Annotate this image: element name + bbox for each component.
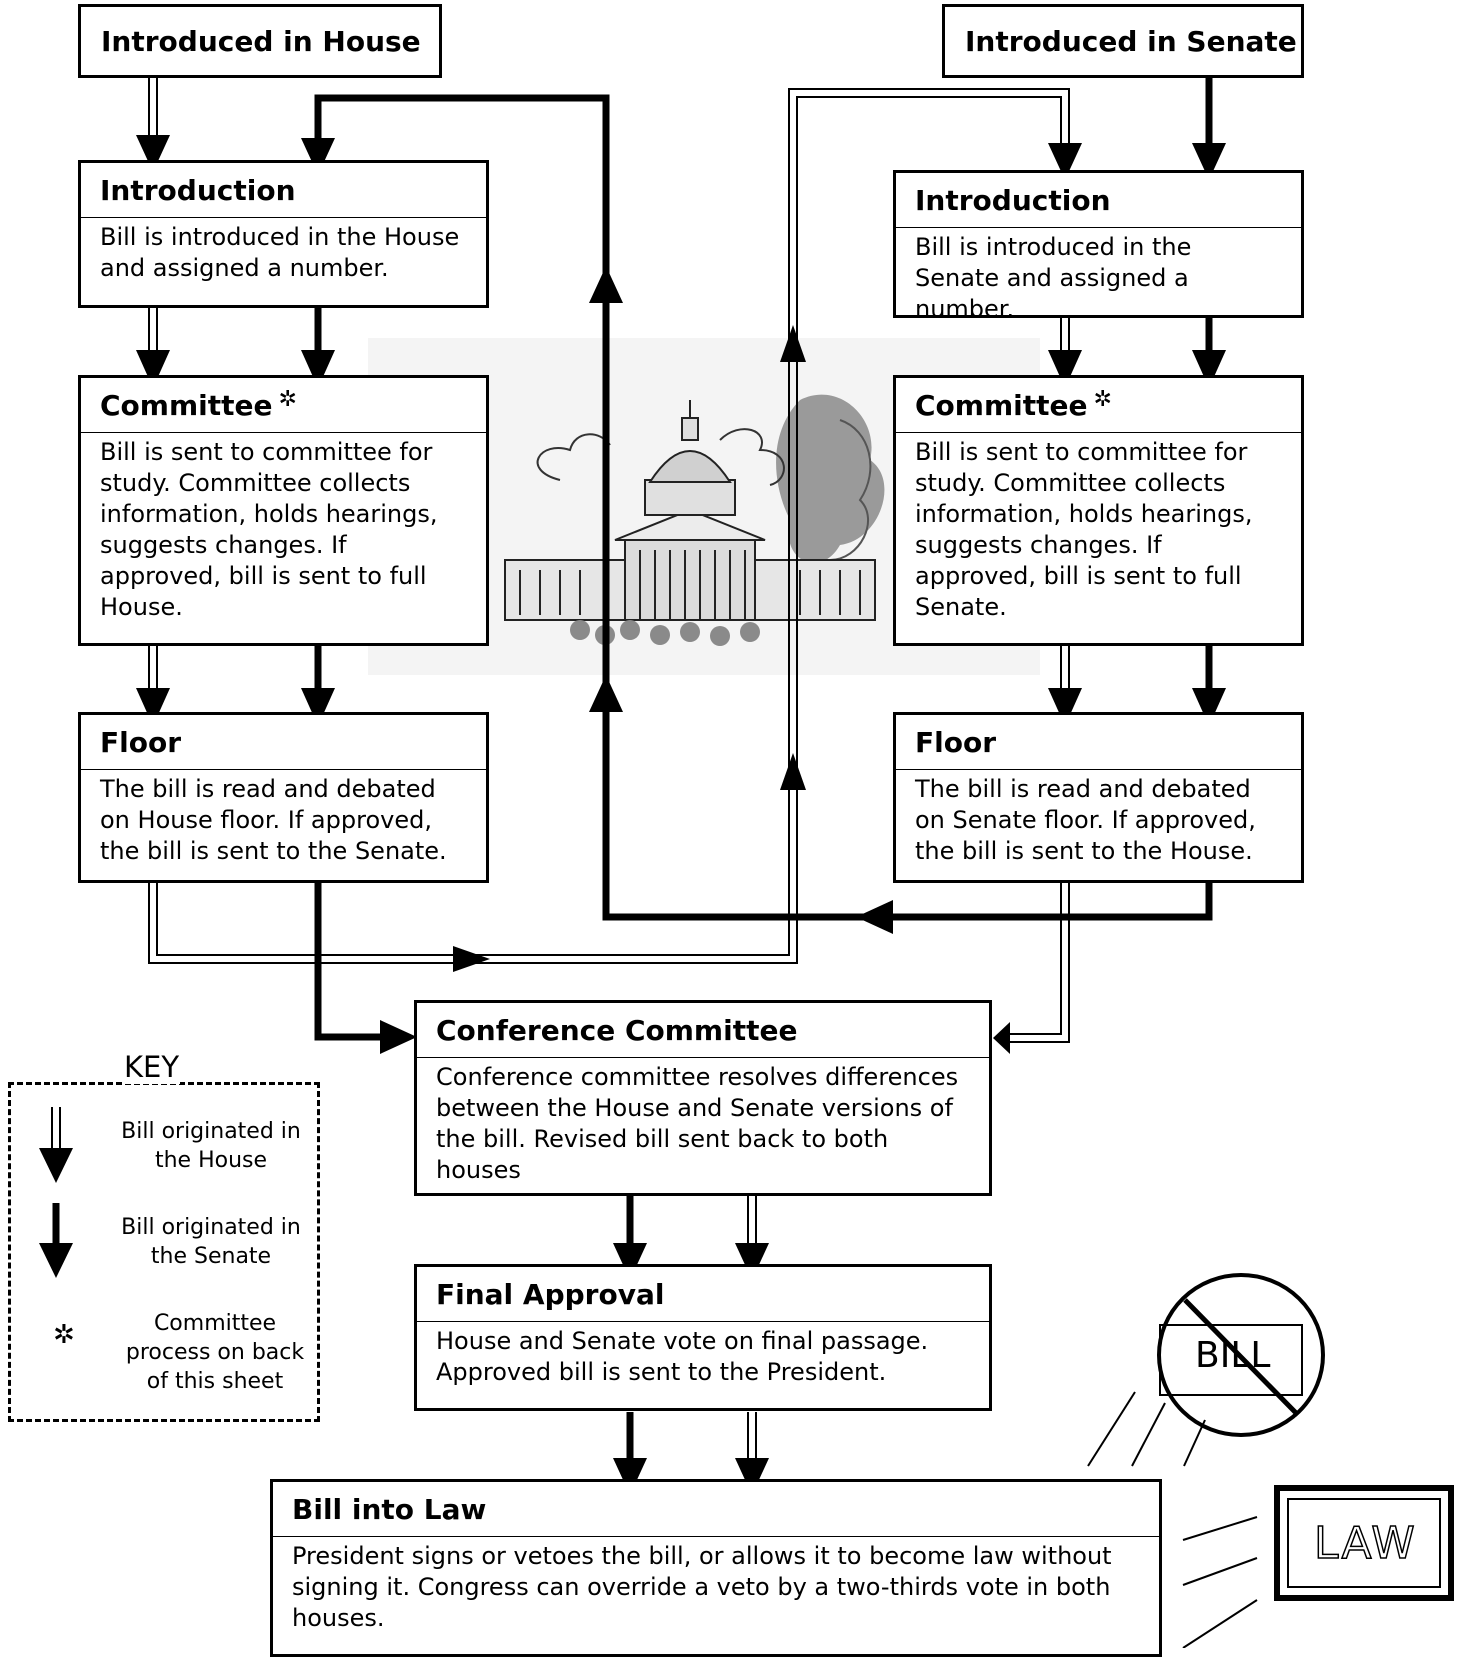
house-floor-box: Floor The bill is read and debated on Ho… [78, 712, 489, 883]
senate-introduction-box: Introduction Bill is introduced in the S… [893, 170, 1304, 323]
senate-introduction-title: Introduction [915, 183, 1111, 217]
house-introduction-box: Introduction Bill is introduced in the H… [78, 160, 489, 308]
law-label: LAW [1313, 1517, 1417, 1570]
introduced-in-house-box: Introduced in House [78, 4, 442, 78]
house-introduction-text: Bill is introduced in the House and assi… [100, 223, 460, 282]
bill-into-law-text: President signs or vetoes the bill, or a… [292, 1542, 1112, 1632]
introduced-in-house-label: Introduced in House [101, 24, 421, 58]
house-floor-text: The bill is read and debated on House fl… [100, 775, 447, 865]
house-floor-title: Floor [100, 725, 182, 759]
senate-floor-box: Floor The bill is read and debated on Se… [893, 712, 1304, 883]
committee-star-icon: ✲ [278, 386, 297, 412]
key-house-arrow-icon [39, 1107, 73, 1183]
final-approval-text: House and Senate vote on final passage. … [436, 1327, 929, 1386]
final-approval-title: Final Approval [436, 1277, 665, 1311]
law-frame-icon [1182, 1485, 1454, 1648]
senate-origin-flow [314, 77, 1213, 1460]
house-committee-box: Committee✲ Bill is sent to committee for… [78, 375, 489, 646]
senate-origin-arrowheads [301, 138, 1226, 1495]
house-origin-arrowheads [136, 135, 1082, 1495]
bill-into-law-box: Bill into Law President signs or vetoes … [270, 1479, 1162, 1657]
committee-star-icon: ✲ [1093, 386, 1112, 412]
senate-committee-text: Bill is sent to committee for study. Com… [915, 438, 1253, 621]
veto-bill-label: BILL [1195, 1335, 1271, 1376]
conference-committee-text: Conference committee resolves difference… [436, 1063, 959, 1184]
veto-no-bill-icon [1087, 1273, 1325, 1467]
introduced-in-senate-box: Introduced in Senate [942, 4, 1304, 78]
senate-floor-title: Floor [915, 725, 997, 759]
house-committee-text: Bill is sent to committee for study. Com… [100, 438, 438, 621]
key-committee-star-icon: ✲ [53, 1320, 75, 1350]
senate-committee-title: Committee [915, 388, 1088, 422]
key-senate-arrow-icon [39, 1203, 73, 1278]
house-committee-title: Committee [100, 388, 273, 422]
bill-into-law-title: Bill into Law [292, 1492, 487, 1526]
senate-committee-box: Committee✲ Bill is sent to committee for… [893, 375, 1304, 646]
introduced-in-senate-label: Introduced in Senate [965, 24, 1297, 58]
final-approval-box: Final Approval House and Senate vote on … [414, 1264, 992, 1411]
senate-introduction-text: Bill is introduced in the Senate and ass… [915, 233, 1192, 323]
house-introduction-title: Introduction [100, 173, 296, 207]
conference-committee-title: Conference Committee [436, 1013, 798, 1047]
conference-committee-box: Conference Committee Conference committe… [414, 1000, 992, 1196]
key-committee-note: Committee process on back of this sheet [125, 1311, 305, 1394]
house-origin-flow [148, 77, 1070, 1460]
key-house-origin-label: Bill originated in the House [121, 1119, 301, 1173]
key-title: KEY [123, 1050, 181, 1084]
senate-floor-text: The bill is read and debated on Senate f… [915, 775, 1256, 865]
key-senate-origin-label: Bill originated in the Senate [121, 1215, 301, 1269]
